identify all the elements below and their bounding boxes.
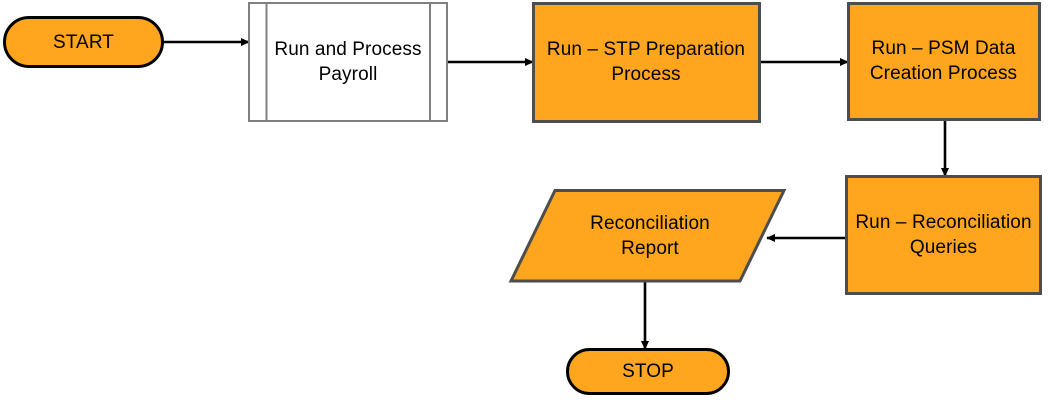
node-stop[interactable]	[566, 348, 730, 395]
node-reconciliation-report[interactable]	[508, 189, 787, 283]
node-run-reconciliation-queries[interactable]	[845, 175, 1042, 295]
psm-process-shape[interactable]	[847, 2, 1041, 121]
node-start[interactable]	[3, 16, 164, 68]
connectors-group	[164, 37, 950, 350]
payroll-predefined-process-shape[interactable]	[248, 2, 448, 122]
reconciliation-report-parallelogram-shape[interactable]	[508, 189, 787, 283]
node-run-and-process-payroll[interactable]	[248, 2, 448, 122]
reconciliation-queries-process-shape[interactable]	[845, 175, 1042, 295]
node-run-stp-preparation-process[interactable]	[532, 2, 761, 123]
stp-process-shape[interactable]	[532, 2, 761, 123]
start-terminator-shape[interactable]	[3, 16, 164, 68]
node-run-psm-data-creation-process[interactable]	[847, 2, 1041, 121]
stop-terminator-shape[interactable]	[566, 348, 730, 395]
